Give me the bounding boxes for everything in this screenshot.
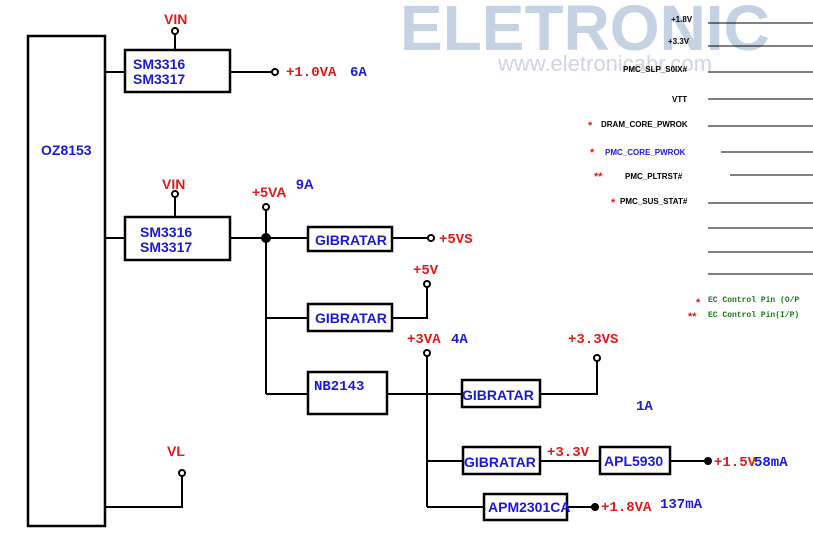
regulator-1-label-a: SM3316 [133,56,185,72]
signal-pmc-core-pwrok: PMC_CORE_PWROK [605,148,686,157]
label-5v: +5V [413,263,439,279]
signal-1-8v: +1.8V [671,15,693,24]
gibratar-33v-label: GIBRATAR [464,454,536,470]
signal-3-3v: +3.3V [668,37,690,46]
wire-vl [105,476,183,508]
regulator-2-label-a: SM3316 [140,224,192,240]
terminal-3va [423,349,431,357]
watermark-url: www.eletronicabr.com [497,51,712,76]
terminal-3-3vs [593,354,601,362]
label-vl: VL [167,443,185,459]
signal-pmc-sus-stat: PMC_SUS_STAT# [620,197,688,206]
legend-double-star: ** [688,311,697,323]
terminal-vin-top [171,27,179,35]
oz8153-label: OZ8153 [41,142,92,158]
terminal-5v [423,280,431,288]
wire-5v-out [392,287,428,319]
signal-pmc-pltrst: PMC_PLTRST# [625,172,683,181]
apm2301-label: APM2301CA [488,499,570,515]
apl5930-block [598,445,672,476]
label-1a: 1A [636,399,653,415]
terminal-vin-mid [171,190,179,198]
apm2301-block [482,492,569,522]
gibratar-33vs-label: GIBRATAR [462,387,534,403]
label-9a: 9A [296,176,314,192]
regulator-1-label-b: SM3317 [133,71,185,87]
watermark-brand: ELETRONIC [400,0,770,64]
label-1-8va: +1.8VA [601,500,652,516]
label-137ma: 137mA [660,497,703,513]
terminal-1-0va [271,68,279,76]
terminal-1-8va [591,503,599,511]
legend-double-text: EC Control Pin(I/P) [708,311,799,320]
star-sus-stat: * [611,197,616,209]
terminal-5vs [427,234,435,242]
nb2143-block [306,370,389,416]
star-pmc-core: * [590,147,595,159]
wire-33vs-out [540,361,598,395]
label-3va: +3VA [407,332,441,348]
gibratar-5v-label: GIBRATAR [315,310,387,326]
regulator-2-label-b: SM3317 [140,239,192,255]
label-6a: 6A [350,65,367,81]
legend-single-star: * [696,297,701,309]
signal-vtt: VTT [672,95,687,104]
label-5vs: +5VS [439,232,473,248]
label-5va: +5VA [252,184,286,200]
regulator-1-block [123,48,232,94]
legend-single-text: EC Control Pin (O/P [708,296,799,305]
label-3-3vs: +3.3VS [568,332,618,348]
gibratar-5v-block [306,302,394,333]
label-4a: 4A [451,332,468,348]
label-58ma: 58mA [754,455,788,471]
gibratar-5vs-label: GIBRATAR [315,232,387,248]
signal-dram-core-pwrok: DRAM_CORE_PWROK [601,120,688,129]
terminal-1-5v [704,457,712,465]
regulator-2-block [123,215,232,262]
gibratar-5vs-block [306,225,394,253]
gibratar-33v-block [461,445,542,476]
label-vin-top: VIN [164,11,187,27]
gibratar-33vs-block [460,378,542,409]
star-dram: * [588,120,593,132]
oz8153-block [26,34,107,528]
label-vin-mid: VIN [162,176,185,192]
label-1-5v: +1.5V [714,455,757,471]
apl5930-label: APL5930 [604,453,663,469]
signal-pmc-slp: PMC_SLP_S0IX# [623,65,688,74]
label-3-3v: +3.3V [547,445,590,461]
terminal-vl [178,469,186,477]
nb2143-label: NB2143 [314,379,364,395]
terminal-5va [262,203,270,211]
star-pltrst: ** [594,171,603,183]
label-1-0va: +1.0VA [286,65,337,81]
